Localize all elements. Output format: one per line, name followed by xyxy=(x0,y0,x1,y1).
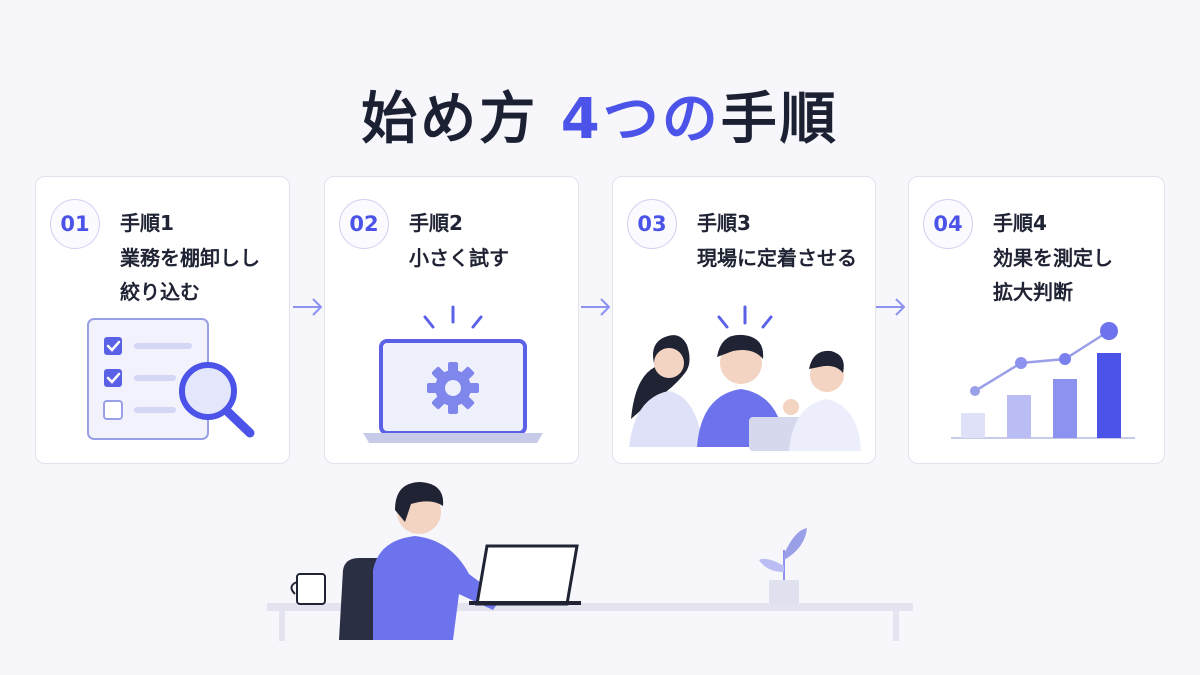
page-title: 始め方 4つの手順 xyxy=(0,74,1200,155)
laptop-gear-icon xyxy=(363,305,543,443)
step-description: 業務を棚卸しし 絞り込む xyxy=(120,241,260,309)
arrow-right-icon xyxy=(876,298,906,316)
step-number-badge: 02 xyxy=(339,199,389,249)
step-number-badge: 01 xyxy=(50,199,100,249)
arrow-right-icon xyxy=(581,298,611,316)
person-at-desk-illustration xyxy=(267,482,913,641)
growth-chart-icon xyxy=(951,322,1135,439)
step-number-badge: 03 xyxy=(627,199,677,249)
step-description: 効果を測定し 拡大判断 xyxy=(993,241,1113,309)
step-description: 小さく試す xyxy=(409,241,509,275)
title-accent: 4つの xyxy=(560,87,721,152)
step-description-line: 効果を測定し xyxy=(993,246,1113,270)
step-card-3: 03 手順3 現場に定着させる xyxy=(612,176,876,464)
step-card-1: 01 手順1 業務を棚卸しし 絞り込む xyxy=(35,176,290,464)
title-prefix: 始め方 xyxy=(361,87,539,152)
step-description-line: 小さく試す xyxy=(409,246,509,270)
step-label: 手順2 xyxy=(409,211,463,235)
step-description-line: 絞り込む xyxy=(120,280,200,304)
arrow-right-icon xyxy=(293,298,323,316)
title-suffix: 手順 xyxy=(720,87,839,152)
checklist-magnifier-icon xyxy=(87,318,255,440)
team-discussion-icon xyxy=(629,305,861,451)
step-card-4: 04 手順4 効果を測定し 拡大判断 xyxy=(908,176,1165,464)
step-label: 手順3 xyxy=(697,211,751,235)
step-label: 手順1 xyxy=(120,211,174,235)
step-description: 現場に定着させる xyxy=(697,241,857,275)
step-label: 手順4 xyxy=(993,211,1047,235)
step-description-line: 拡大判断 xyxy=(993,280,1073,304)
step-description-line: 現場に定着させる xyxy=(697,246,857,270)
step-card-2: 02 手順2 小さく試す xyxy=(324,176,579,464)
step-description-line: 業務を棚卸しし xyxy=(120,246,260,270)
step-number-badge: 04 xyxy=(923,199,973,249)
